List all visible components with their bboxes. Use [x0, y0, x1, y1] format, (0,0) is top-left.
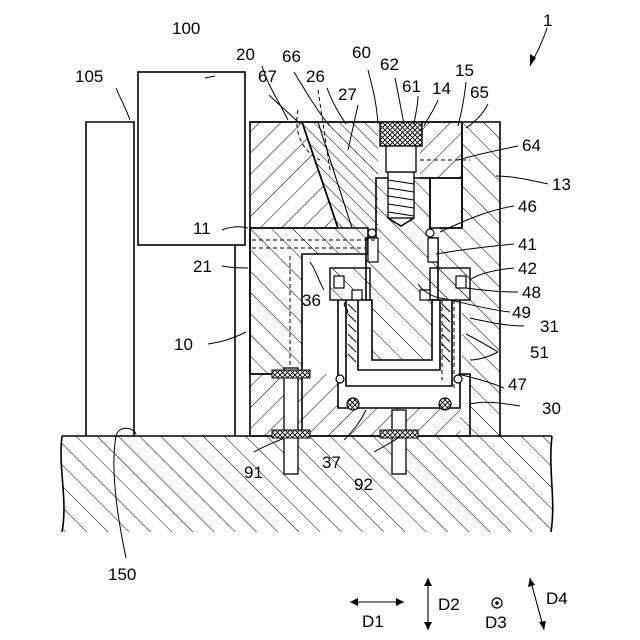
ref-20: 20 [236, 45, 255, 64]
ref-13: 13 [552, 175, 571, 194]
ref-60: 60 [352, 43, 371, 62]
direction-d2-arrow [424, 578, 432, 630]
ref-27: 27 [338, 85, 357, 104]
ref-37: 37 [322, 453, 341, 472]
ref-49: 49 [512, 303, 531, 322]
ref-105: 105 [75, 67, 103, 86]
ref-61: 61 [402, 77, 421, 96]
direction-d3-label: D3 [485, 613, 507, 632]
ref-36: 36 [302, 291, 321, 310]
ref-10: 10 [174, 335, 193, 354]
ref-65: 65 [470, 83, 489, 102]
direction-d4-label: D4 [546, 589, 568, 608]
ref-150: 150 [108, 565, 136, 584]
ref-92: 92 [354, 475, 373, 494]
ref-62: 62 [380, 55, 399, 74]
base-plate [61, 436, 553, 532]
ref-42: 42 [518, 259, 537, 278]
direction-d2-label: D2 [438, 595, 460, 614]
block-100 [138, 72, 245, 245]
ref-41: 41 [518, 235, 537, 254]
direction-d1-label: D1 [362, 612, 384, 631]
ref-31: 31 [540, 317, 559, 336]
ref-100: 100 [172, 19, 200, 38]
ref-91: 91 [244, 463, 263, 482]
direction-d1-arrow [350, 598, 404, 606]
ref-48: 48 [522, 283, 541, 302]
ref-30: 30 [542, 399, 561, 418]
ref-21: 21 [193, 257, 212, 276]
block-105 [86, 122, 134, 436]
ref-51: 51 [530, 343, 549, 362]
ref-47: 47 [508, 375, 527, 394]
ref-46: 46 [518, 197, 537, 216]
ref-64: 64 [522, 136, 541, 155]
ref-66: 66 [282, 47, 301, 66]
ref-14: 14 [432, 79, 451, 98]
ref-26: 26 [306, 67, 325, 86]
direction-d3-symbol [492, 598, 502, 608]
ref-67: 67 [258, 67, 277, 86]
ref-11: 11 [193, 219, 211, 238]
assembly-ref-arrow [530, 28, 547, 66]
direction-d4-arrow [528, 578, 546, 630]
ref-1: 1 [543, 11, 552, 30]
ref-15: 15 [455, 61, 474, 80]
